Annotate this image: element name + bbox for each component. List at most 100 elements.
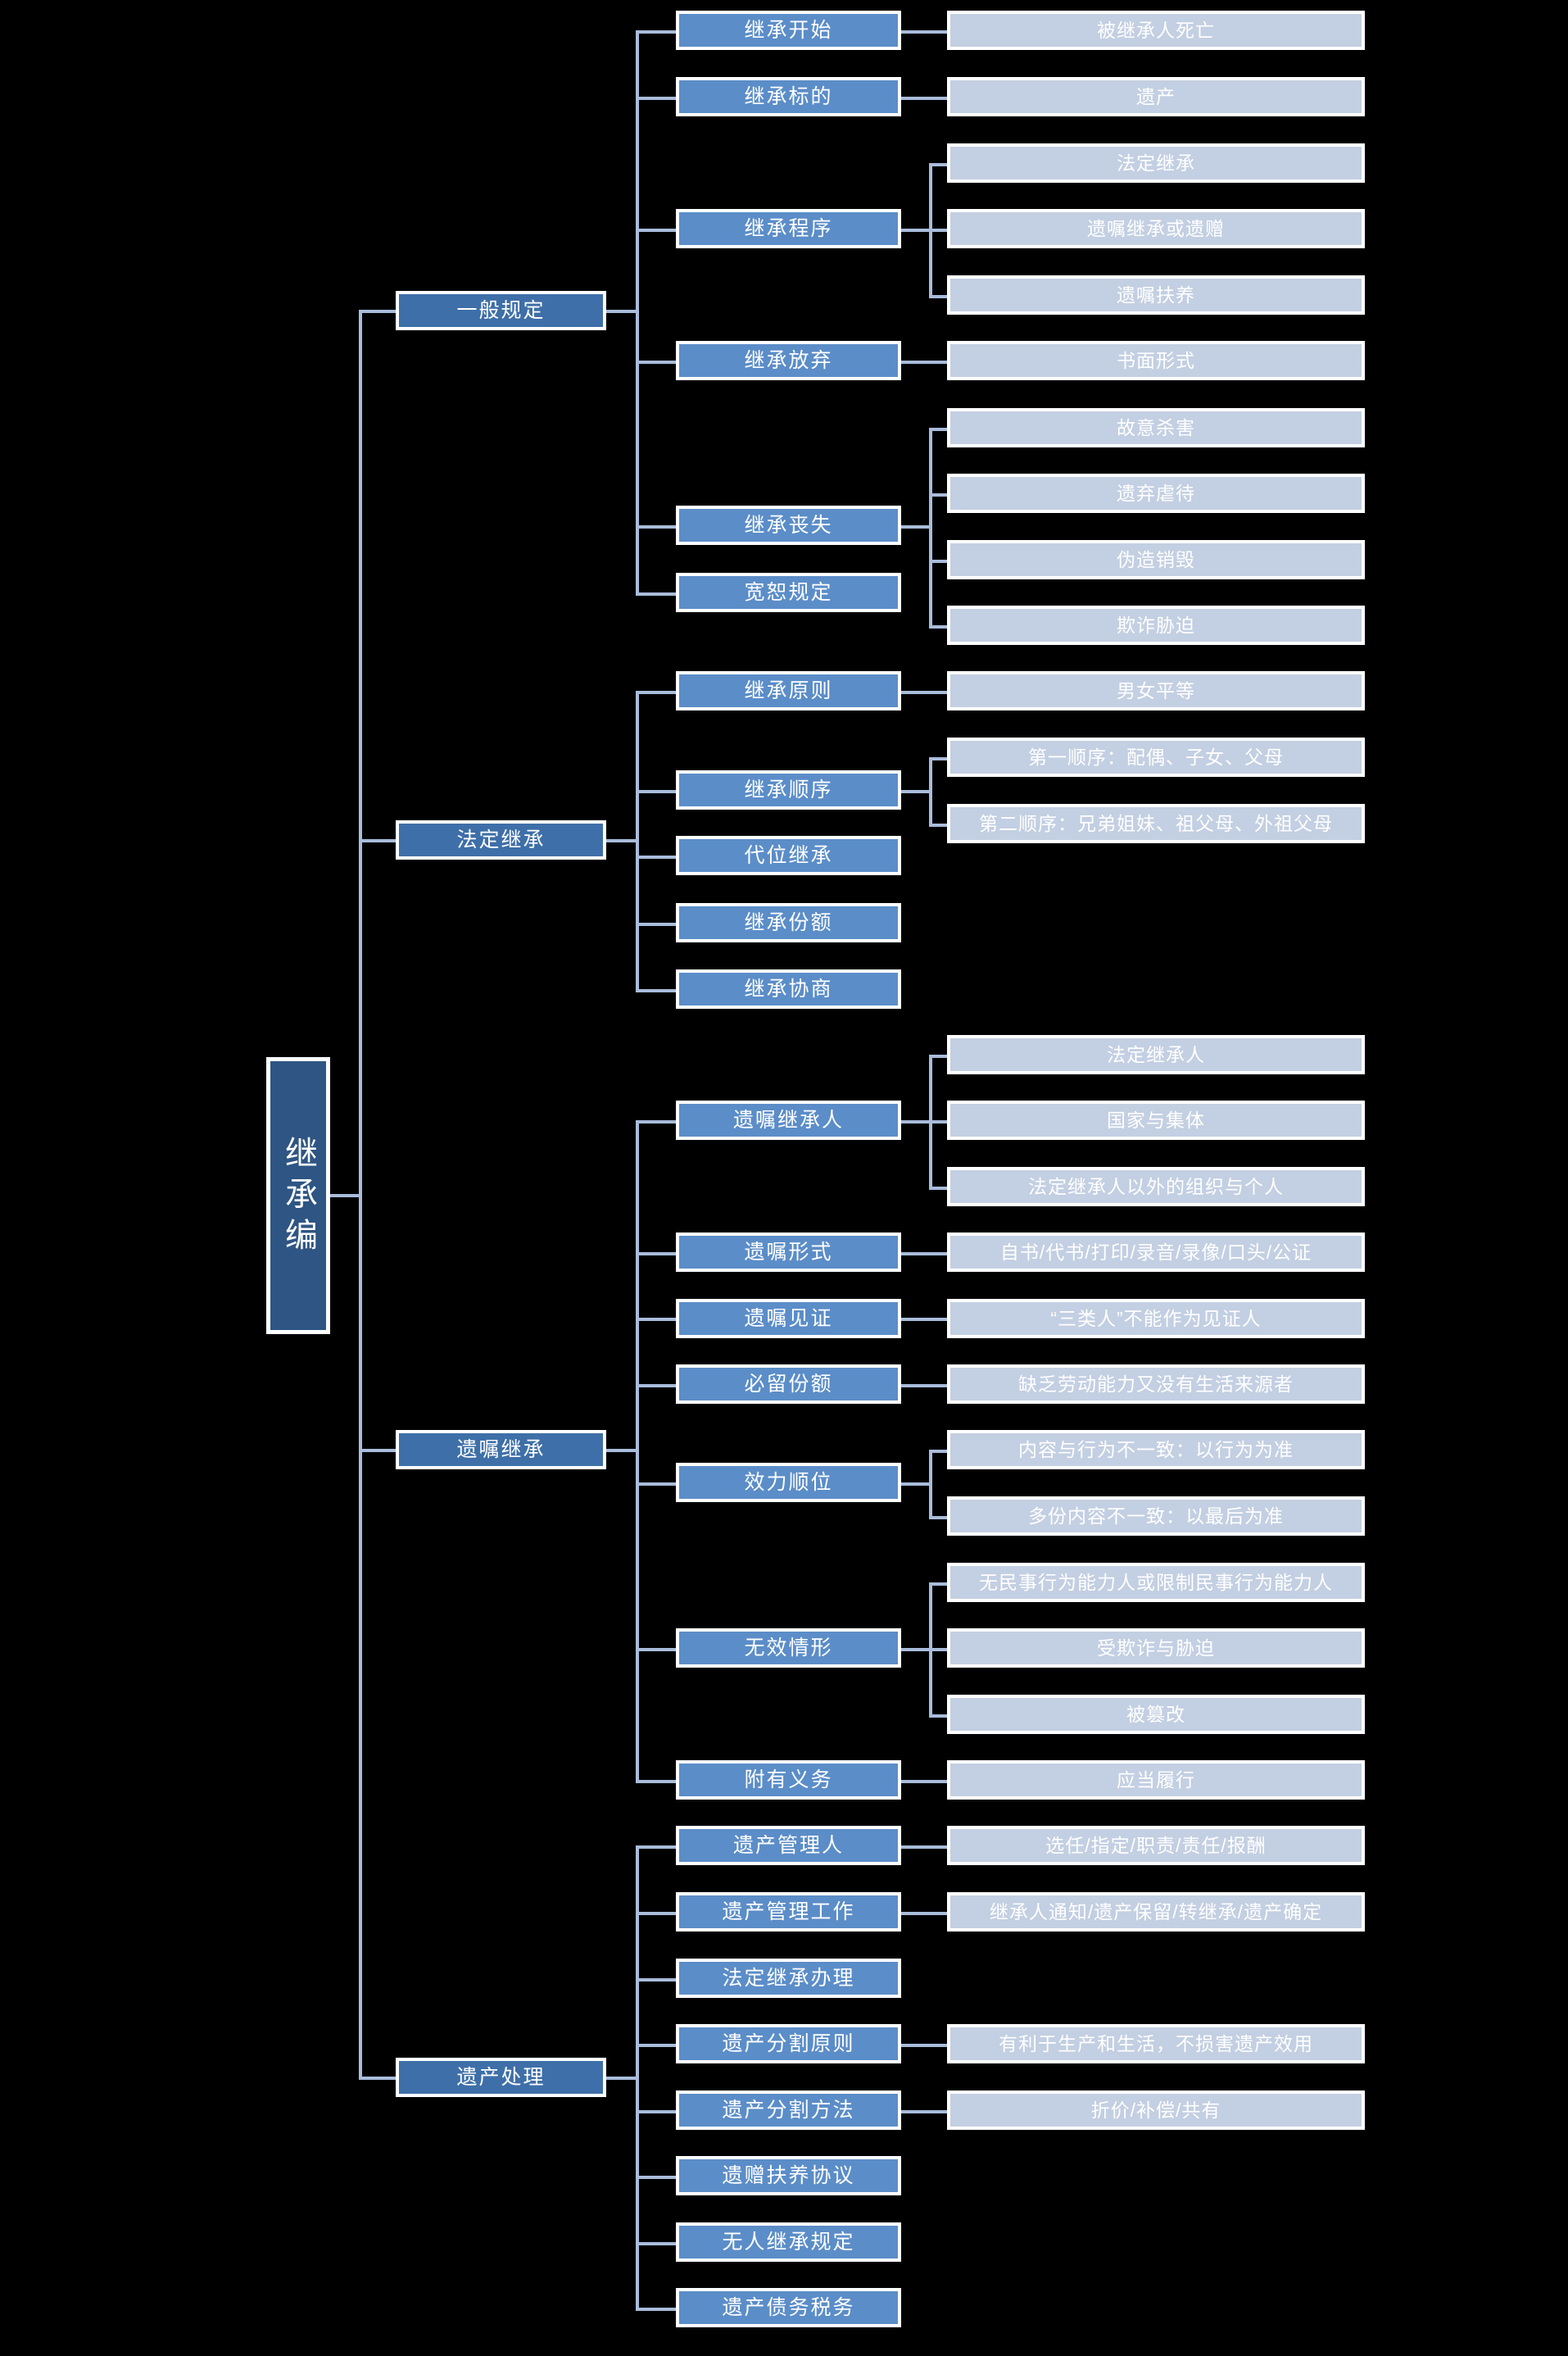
node-testamentary-heir[interactable]: 遗嘱继承人 — [676, 1101, 901, 1140]
connector-trunk-to-l2-4 — [359, 2077, 398, 2080]
connector-l2-4-c1 — [636, 1845, 678, 1849]
connector-l3-jcsx-l2 — [929, 824, 947, 827]
connector-l3-wxqx-l2 — [929, 1648, 947, 1651]
connector-l2-1-c1 — [636, 30, 678, 34]
leaf-estate[interactable]: 遗产 — [947, 77, 1365, 116]
connector-l3-xlsw-spine — [929, 1450, 932, 1516]
connector-l2-1-c3 — [636, 229, 678, 232]
connector-l2-3-c7 — [636, 1780, 678, 1783]
node-succession-start[interactable]: 继承开始 — [676, 11, 901, 50]
node-attached-obligation[interactable]: 附有义务 — [676, 1760, 901, 1800]
node-effect-priority[interactable]: 效力顺位 — [676, 1463, 901, 1502]
node-estate-admin-work[interactable]: 遗产管理工作 — [676, 1892, 901, 1932]
leaf-notice-reserve-transfer-determine[interactable]: 继承人通知/遗产保留/转继承/遗产确定 — [947, 1892, 1365, 1932]
connector-l3-xlsw-out — [901, 1482, 932, 1486]
leaf-statutory-succession[interactable]: 法定继承 — [947, 143, 1365, 183]
node-bequest-support-agreement[interactable]: 遗赠扶养协议 — [676, 2156, 901, 2195]
node-subrogated-succession[interactable]: 代位继承 — [676, 836, 901, 875]
connector-l2-2-out — [606, 839, 639, 842]
node-succession-negotiation[interactable]: 继承协商 — [676, 969, 901, 1009]
node-estate-debt-tax[interactable]: 遗产债务税务 — [676, 2288, 901, 2327]
node-invalid-cases[interactable]: 无效情形 — [676, 1628, 901, 1668]
node-succession-procedure[interactable]: 继承程序 — [676, 209, 901, 248]
leaf-incapacity-person[interactable]: 无民事行为能力人或限制民事行为能力人 — [947, 1563, 1365, 1602]
leaf-will-succession-or-bequest[interactable]: 遗嘱继承或遗赠 — [947, 209, 1365, 248]
leaf-intentional-killing[interactable]: 故意杀害 — [947, 408, 1365, 447]
leaf-abandonment-abuse[interactable]: 遗弃虐待 — [947, 474, 1365, 513]
leaf-will-support[interactable]: 遗嘱扶养 — [947, 275, 1365, 315]
leaf-forgery-destruction[interactable]: 伪造销毁 — [947, 540, 1365, 579]
node-reserved-share[interactable]: 必留份额 — [676, 1364, 901, 1404]
connector-l2-2-c3 — [636, 856, 678, 859]
connector-l3-jcsx-l1 — [929, 757, 947, 760]
connector-l2-2-c4 — [636, 923, 678, 926]
connector-l2-2-spine — [636, 691, 639, 989]
leaf-non-statutory-org-individual[interactable]: 法定继承人以外的组织与个人 — [947, 1167, 1365, 1206]
leaf-state-and-collective[interactable]: 国家与集体 — [947, 1101, 1365, 1140]
leaf-fraud-coercion[interactable]: 欺诈胁迫 — [947, 606, 1365, 645]
connector-l2-4-c4 — [636, 2044, 678, 2047]
connector-l3-jcsx-out — [901, 790, 932, 793]
connector-l2-3-out — [606, 1449, 639, 1452]
node-succession-forfeiture[interactable]: 继承丧失 — [676, 506, 901, 545]
connector-l3-jcss-l4 — [929, 625, 947, 629]
leaf-decedent-death[interactable]: 被继承人死亡 — [947, 11, 1365, 50]
leaf-discount-compensate-coown[interactable]: 折价/补偿/共有 — [947, 2090, 1365, 2130]
node-heirless-provisions[interactable]: 无人继承规定 — [676, 2222, 901, 2262]
connector-l3-jccx-l3 — [929, 295, 947, 298]
leaf-first-order-heirs[interactable]: 第一顺序：配偶、子女、父母 — [947, 738, 1365, 777]
node-succession-object[interactable]: 继承标的 — [676, 77, 901, 116]
leaf-will-form-types[interactable]: 自书/代书/打印/录音/录像/口头/公证 — [947, 1232, 1365, 1272]
connector-l2-4-c7 — [636, 2242, 678, 2245]
leaf-written-form[interactable]: 书面形式 — [947, 341, 1365, 380]
node-estate-division-method[interactable]: 遗产分割方法 — [676, 2090, 901, 2130]
node-estate-division-principle[interactable]: 遗产分割原则 — [676, 2024, 901, 2063]
leaf-three-categories-not-witness[interactable]: “三类人”不能作为见证人 — [947, 1299, 1365, 1338]
leaf-no-work-ability-no-income[interactable]: 缺乏劳动能力又没有生活来源者 — [947, 1364, 1365, 1404]
connector-l3-jcss-l1 — [929, 428, 947, 431]
connector-l2-1-c4 — [636, 361, 678, 364]
node-will-witness[interactable]: 遗嘱见证 — [676, 1299, 901, 1338]
leaf-gender-equality[interactable]: 男女平等 — [947, 671, 1365, 710]
branch-node-general-provisions[interactable]: 一般规定 — [396, 291, 606, 330]
connector-l3-jcbd-out — [901, 97, 947, 100]
node-estate-administrator[interactable]: 遗产管理人 — [676, 1826, 901, 1865]
connector-l2-3-c3 — [636, 1318, 678, 1321]
connector-l3-ycglr-out — [901, 1845, 947, 1849]
connector-l2-3-spine — [636, 1120, 639, 1781]
branch-node-estate-handling[interactable]: 遗产处理 — [396, 2058, 606, 2097]
connector-trunk-to-l2-2 — [359, 839, 398, 842]
connector-l3-jcks-out — [901, 30, 947, 34]
connector-l3-jccx-l1 — [929, 163, 947, 166]
leaf-admin-appointment-duties[interactable]: 选任/指定/职责/责任/报酬 — [947, 1826, 1365, 1865]
connector-l3-yzjcr-out — [901, 1120, 932, 1124]
leaf-multiple-wills-conflict[interactable]: 多份内容不一致：以最后为准 — [947, 1496, 1365, 1536]
node-statutory-succession-process[interactable]: 法定继承办理 — [676, 1959, 901, 1998]
node-succession-share[interactable]: 继承份额 — [676, 903, 901, 942]
connector-l2-4-c6 — [636, 2176, 678, 2179]
leaf-second-order-heirs[interactable]: 第二顺序：兄弟姐妹、祖父母、外祖父母 — [947, 804, 1365, 843]
node-will-form[interactable]: 遗嘱形式 — [676, 1232, 901, 1272]
leaf-tampered[interactable]: 被篡改 — [947, 1695, 1365, 1734]
node-succession-renunciation[interactable]: 继承放弃 — [676, 341, 901, 380]
connector-l2-4-c3 — [636, 1978, 678, 1981]
node-succession-order[interactable]: 继承顺序 — [676, 770, 901, 810]
leaf-benefit-production-life[interactable]: 有利于生产和生活，不损害遗产效用 — [947, 2024, 1365, 2063]
branch-node-testamentary-succession[interactable]: 遗嘱继承 — [396, 1430, 606, 1469]
connector-root-stub — [328, 1194, 362, 1197]
connector-l3-yzjcr-l2 — [929, 1120, 947, 1124]
leaf-content-act-conflict[interactable]: 内容与行为不一致：以行为为准 — [947, 1430, 1365, 1469]
branch-node-statutory-succession[interactable]: 法定继承 — [396, 820, 606, 860]
leaf-must-perform[interactable]: 应当履行 — [947, 1760, 1365, 1800]
connector-l3-xlsw-l1 — [929, 1450, 947, 1453]
connector-l3-jccx-out — [901, 229, 932, 232]
connector-l3-wxqx-l1 — [929, 1582, 947, 1586]
root-node[interactable]: 继承编 — [266, 1057, 330, 1334]
node-succession-principle[interactable]: 继承原则 — [676, 671, 901, 710]
connector-l3-yzxs-out — [901, 1252, 947, 1255]
leaf-statutory-heir[interactable]: 法定继承人 — [947, 1035, 1365, 1074]
leaf-fraud-duress[interactable]: 受欺诈与胁迫 — [947, 1628, 1365, 1668]
connector-l3-ycglgz-out — [901, 1912, 947, 1915]
connector-trunk-to-l2-1 — [359, 310, 398, 313]
node-forgiveness-rule[interactable]: 宽恕规定 — [676, 573, 901, 612]
